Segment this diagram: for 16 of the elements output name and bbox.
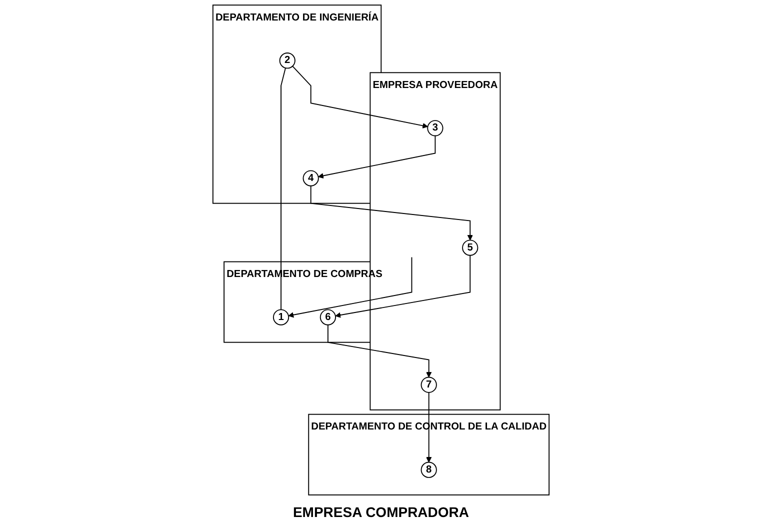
arrow: [426, 392, 432, 463]
arrow: [327, 324, 432, 378]
node-circle: 3: [427, 120, 444, 136]
node-circle: 1: [272, 309, 290, 326]
node-circle: 8: [420, 462, 437, 478]
node-circle: 4: [302, 170, 319, 186]
caption: EMPRESA COMPRADORA: [292, 503, 470, 522]
connector: [280, 68, 286, 310]
node-circle: 7: [420, 376, 437, 393]
node-circle: 2: [279, 52, 296, 69]
node-circle: 5: [462, 240, 478, 256]
node-circle: 6: [320, 309, 336, 326]
arrow: [318, 135, 436, 179]
arrow: [292, 66, 428, 128]
arrow: [310, 185, 473, 240]
arrow: [335, 254, 471, 318]
